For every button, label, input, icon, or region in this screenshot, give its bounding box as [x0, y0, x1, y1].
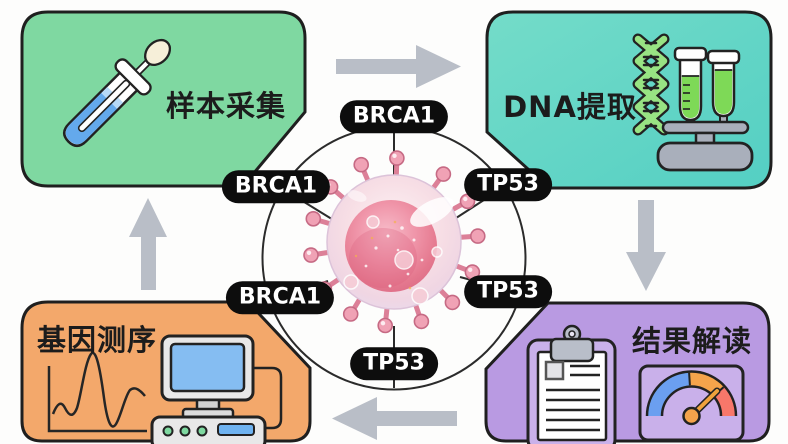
computer-waveform-icon: [47, 334, 283, 444]
step-title-gene-sequencing: 基因测序: [36, 323, 158, 357]
gene-pill-upper-left: BRCA1: [221, 170, 331, 204]
card-sample-collection: [20, 10, 307, 188]
gene-pill-upper-right: TP53: [464, 168, 552, 202]
step-title-result-interpretation: 结果解读: [631, 324, 753, 358]
step-title-sample-collection: 样本采集: [165, 89, 287, 123]
clipboard-icon: [526, 324, 617, 444]
gene-pill-bottom: TP53: [350, 347, 438, 381]
gene-pill-lower-right: TP53: [464, 275, 552, 309]
clipboard-report-gauge-icon: [526, 324, 745, 444]
flow-arrows: [129, 45, 666, 440]
gauge-icon: [638, 364, 745, 442]
step-title-dna-extraction: DNA提取: [503, 90, 637, 124]
gene-pill-lower-left: BRCA1: [225, 281, 335, 315]
arrow-left-icon: [332, 397, 457, 440]
virus-cell-icon: [303, 150, 486, 334]
waveform-line: [51, 351, 146, 428]
arrow-up-icon: [129, 198, 167, 290]
dna-helix-test-tubes-icon: [632, 33, 754, 172]
swab-test-tube-icon: [62, 38, 172, 148]
gene-pill-top: BRCA1: [339, 100, 449, 134]
waveform-axis: [47, 366, 147, 433]
arrow-right-icon: [336, 45, 461, 88]
arrow-down-icon: [626, 200, 666, 291]
